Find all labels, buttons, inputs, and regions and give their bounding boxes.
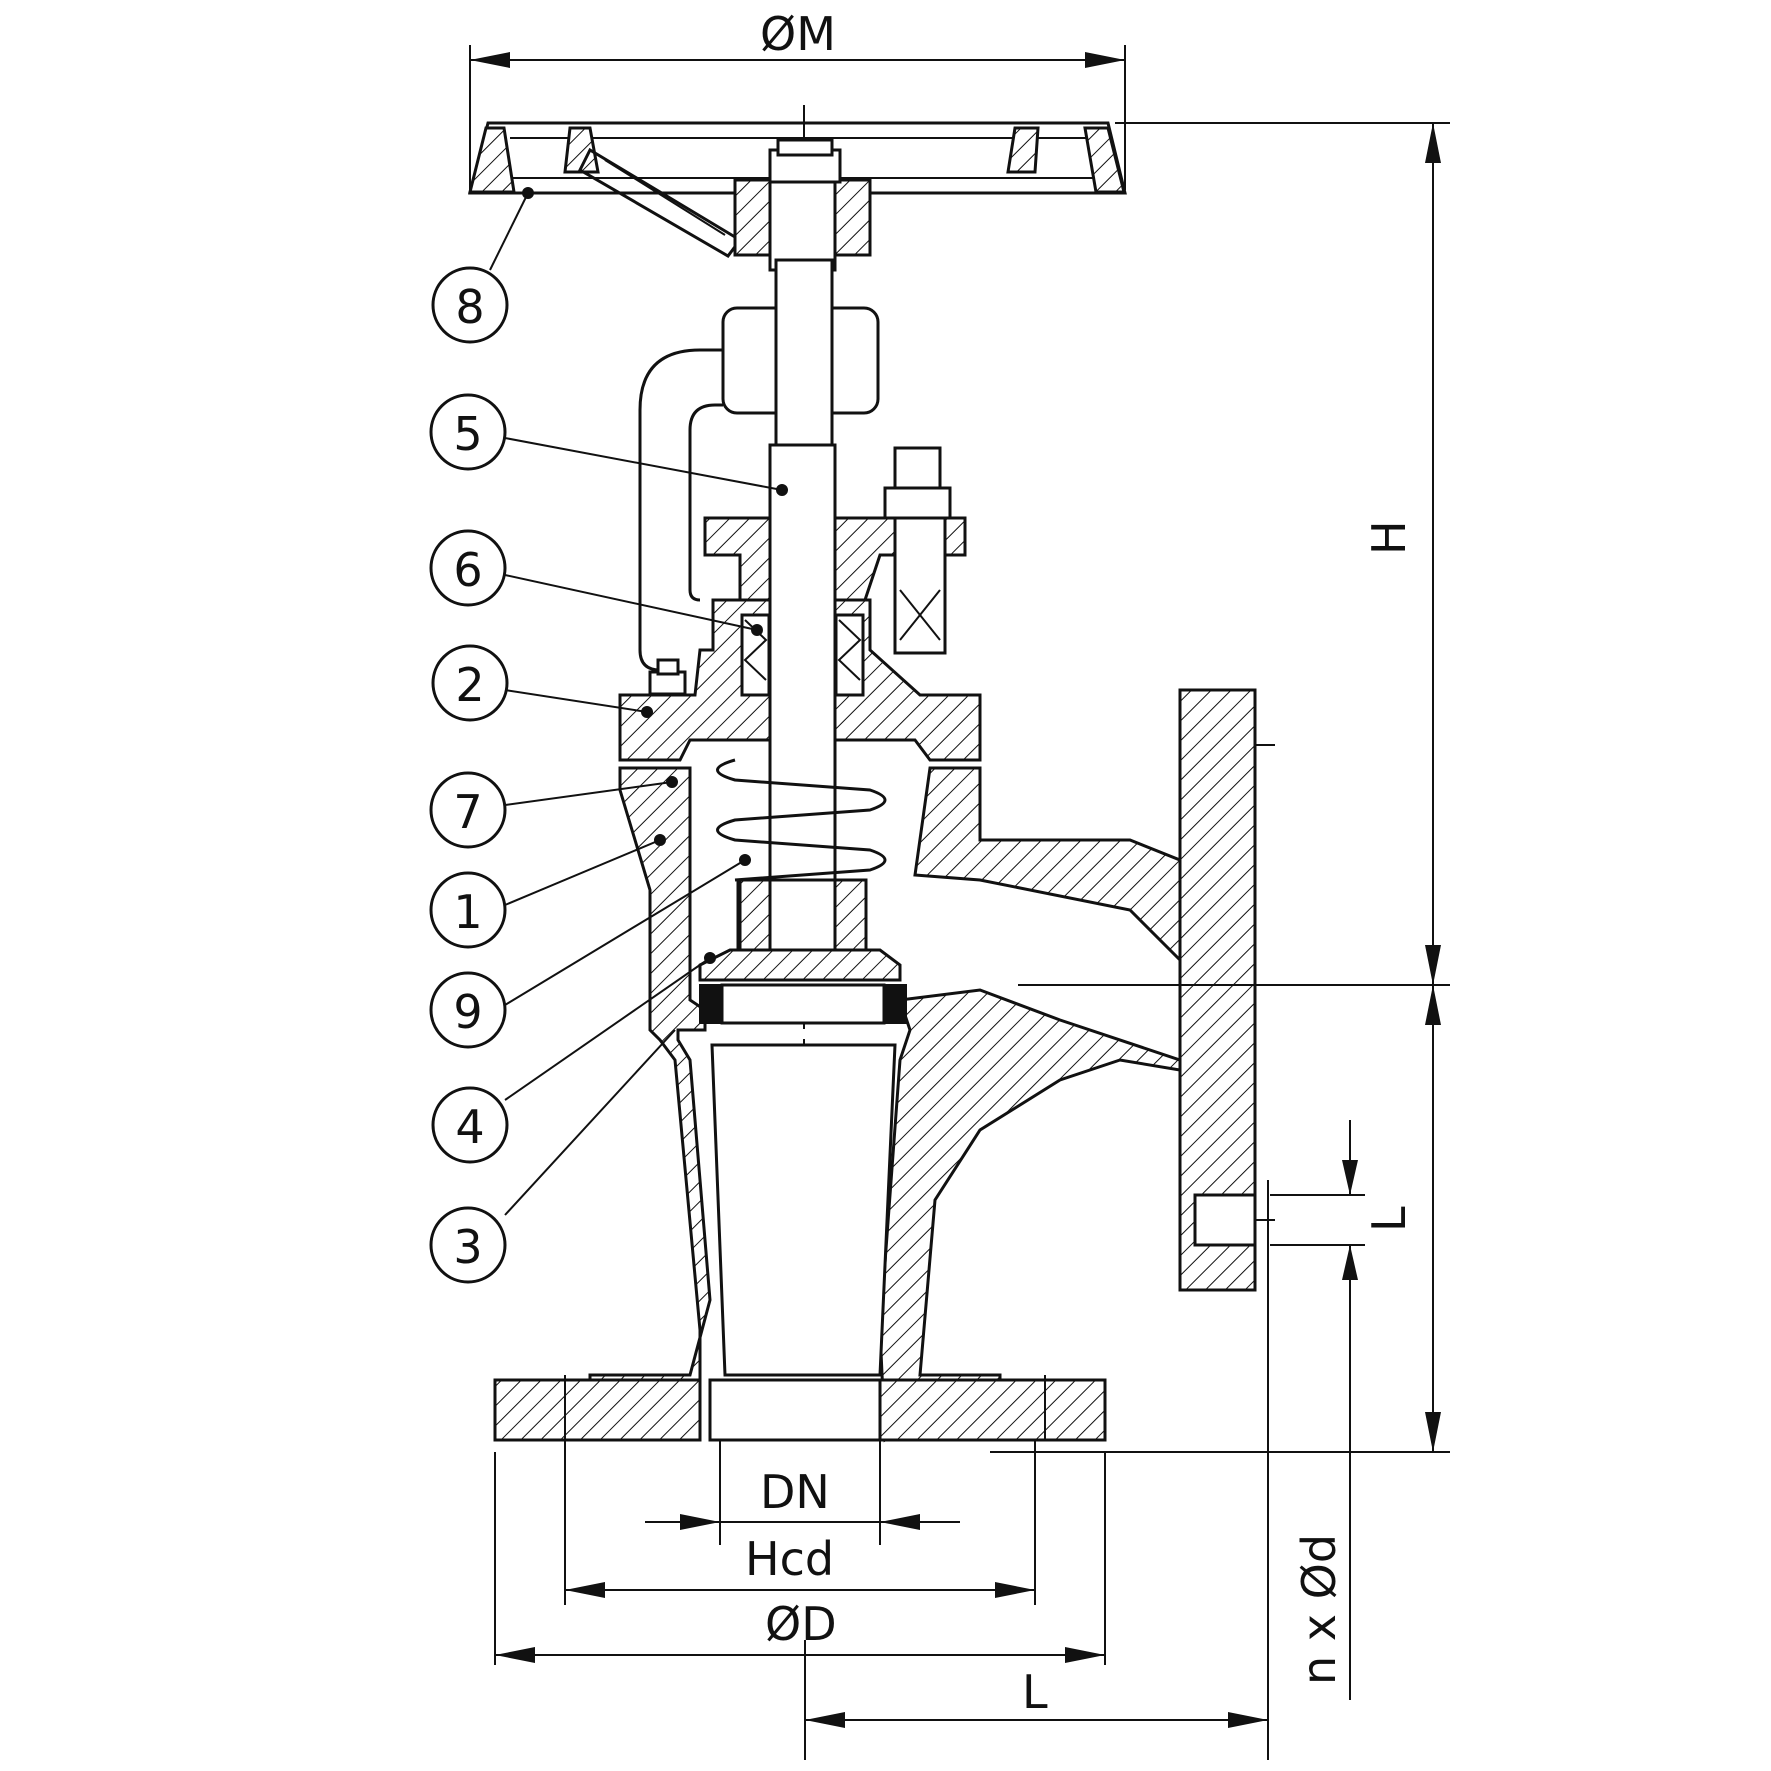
dim-bolt-circle: Hcd [745,1532,834,1586]
dim-handwheel-diameter: ØM [760,7,836,61]
balloon-8: 8 [431,266,509,344]
disc-and-seat [698,878,907,1377]
svg-text:6: 6 [453,543,482,597]
dim-flange-diameter: ØD [765,1597,837,1651]
balloon-1: 1 [429,871,507,949]
handwheel [468,121,1127,272]
balloon-6: 6 [429,529,507,607]
dim-height: H [1362,520,1416,555]
dim-bolt-holes: n x Ød [1292,1534,1346,1685]
gland [703,446,967,655]
bonnet [618,598,982,762]
balloon-4: 4 [431,1086,509,1164]
dim-nominal-diameter: DN [760,1465,830,1519]
leaders [489,187,788,1216]
svg-text:3: 3 [453,1220,482,1274]
balloon-2: 2 [431,644,509,722]
spring [716,758,887,882]
dim-length-bottom: L [1022,1665,1048,1719]
balloons: 8 5 6 2 7 1 9 4 [429,266,509,1284]
svg-text:9: 9 [453,985,482,1039]
balloon-3: 3 [429,1206,507,1284]
svg-text:7: 7 [453,785,482,839]
svg-text:4: 4 [455,1100,484,1154]
balloon-7: 7 [429,771,507,849]
dim-length-side: L [1362,1206,1416,1232]
svg-text:2: 2 [455,658,484,712]
dimension-lines [469,45,1450,1760]
balloon-5: 5 [429,393,507,471]
svg-text:8: 8 [455,280,484,334]
dimension-labels: ØM H L DN Hcd ØD L n x Ød [745,7,1416,1719]
balloon-9: 9 [429,971,507,1049]
body [493,688,1257,1443]
svg-text:1: 1 [453,885,482,939]
svg-text:5: 5 [453,407,482,461]
